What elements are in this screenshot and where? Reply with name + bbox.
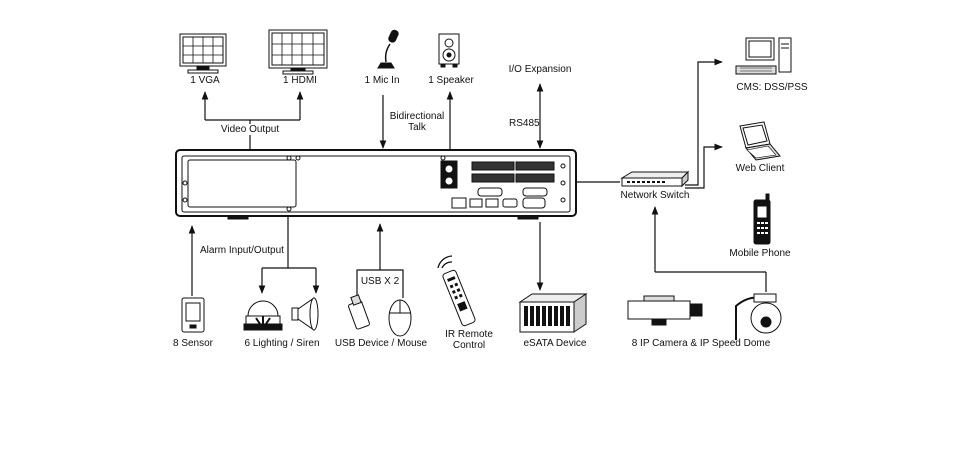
mic-label: 1 Mic In bbox=[364, 75, 400, 86]
laptop-icon bbox=[739, 121, 781, 161]
usb-mouse-label: USB Device / Mouse bbox=[334, 338, 428, 349]
dvr-icon bbox=[175, 149, 577, 220]
esata-enclosure-icon bbox=[518, 293, 588, 333]
camera-connector bbox=[651, 206, 767, 292]
mobile-phone-icon bbox=[753, 193, 771, 245]
video-output-connector bbox=[201, 91, 304, 150]
ir-remote-label: IR Remote Control bbox=[445, 329, 493, 351]
rs485-label: RS485 bbox=[509, 118, 540, 129]
alarm-io-label: Alarm Input/Output bbox=[200, 245, 284, 256]
speaker-icon bbox=[438, 33, 460, 68]
desktop-computer-icon bbox=[735, 37, 792, 75]
esata-label: eSATA Device bbox=[523, 338, 587, 349]
mobile-phone-label: Mobile Phone bbox=[729, 248, 791, 259]
cms-label: CMS: DSS/PSS bbox=[736, 82, 808, 93]
hdmi-label: 1 HDMI bbox=[283, 75, 317, 86]
mouse-icon bbox=[388, 299, 412, 337]
sensor-icon bbox=[181, 297, 205, 333]
usb-x2-label: USB X 2 bbox=[360, 276, 400, 287]
bidirectional-talk-label: Bidirectional Talk bbox=[389, 111, 445, 133]
alarm-output-connector bbox=[258, 216, 320, 294]
monitor-icon bbox=[268, 29, 328, 75]
web-client-label: Web Client bbox=[735, 163, 785, 174]
speed-dome-icon bbox=[735, 293, 782, 340]
video-output-label: Video Output bbox=[217, 124, 283, 135]
usb-stick-icon bbox=[348, 294, 370, 330]
usb-connector bbox=[356, 223, 404, 298]
siren-light-icon bbox=[243, 300, 283, 331]
box-camera-icon bbox=[627, 295, 703, 326]
sensor-label: 8 Sensor bbox=[172, 338, 214, 349]
vga-label: 1 VGA bbox=[190, 75, 220, 86]
ip-camera-label: 8 IP Camera & IP Speed Dome bbox=[631, 338, 771, 349]
speaker-label: 1 Speaker bbox=[428, 75, 474, 86]
lighting-siren-label: 6 Lighting / Siren bbox=[244, 338, 320, 349]
io-expansion-label: I/O Expansion bbox=[508, 64, 572, 75]
network-links bbox=[685, 58, 723, 189]
microphone-icon bbox=[377, 29, 399, 69]
network-switch-icon bbox=[620, 170, 690, 188]
siren-horn-icon bbox=[291, 297, 319, 331]
remote-control-icon bbox=[437, 255, 476, 327]
monitor-icon bbox=[179, 33, 227, 74]
network-switch-label: Network Switch bbox=[620, 190, 690, 201]
